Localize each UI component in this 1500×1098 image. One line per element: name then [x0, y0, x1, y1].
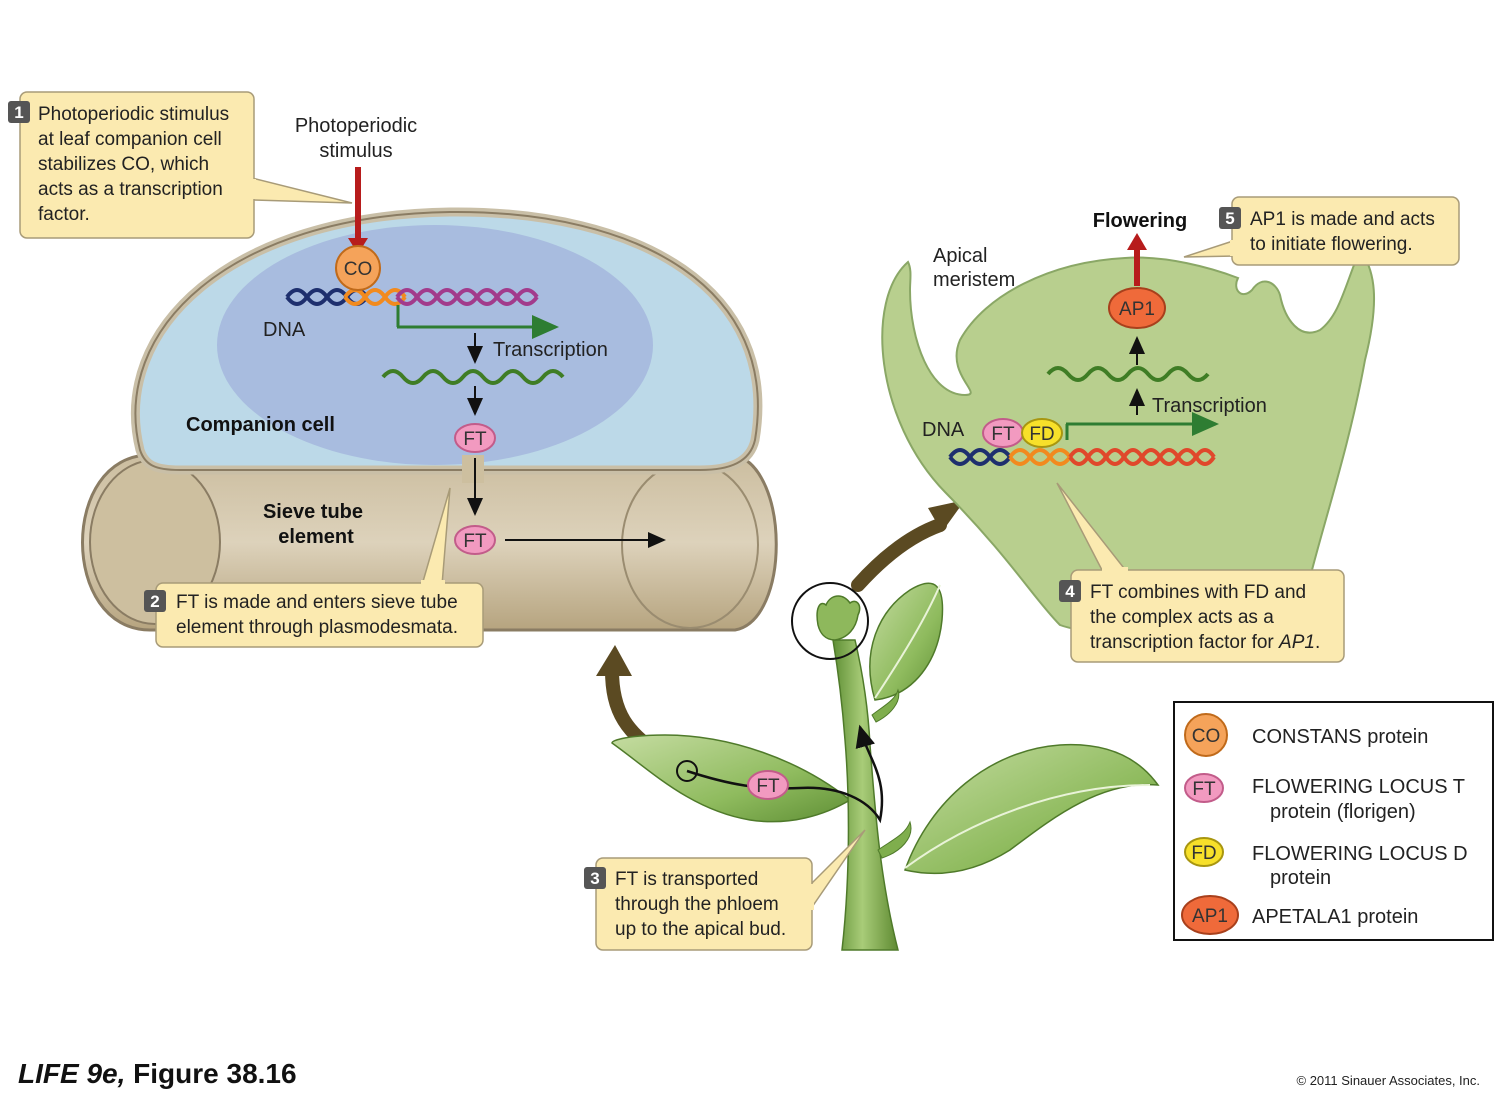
companion-cell-label: Companion cell	[186, 414, 335, 436]
svg-text:Photoperiodic stimulus: Photoperiodic stimulus	[38, 104, 229, 125]
svg-text:protein (florigen): protein (florigen)	[1270, 801, 1416, 823]
svg-text:FLOWERING LOCUS T: FLOWERING LOCUS T	[1252, 776, 1465, 798]
callout-step-5: 5 AP1 is made and acts to initiate flowe…	[1183, 196, 1460, 266]
svg-text:1: 1	[14, 103, 23, 122]
svg-text:4: 4	[1065, 582, 1075, 601]
svg-text:CONSTANS protein: CONSTANS protein	[1252, 726, 1428, 748]
svg-text:FT: FT	[463, 531, 487, 552]
sieve-tube-label: Sieve tube	[263, 501, 363, 523]
svg-text:FT: FT	[756, 776, 780, 797]
callout-step-4: 4 FT combines with FD and the complex ac…	[1056, 482, 1345, 663]
dna-right-label: DNA	[922, 419, 965, 441]
transcription-left-label: Transcription	[493, 339, 608, 361]
svg-text:stabilizes CO, which: stabilizes CO, which	[38, 154, 209, 175]
svg-text:to initiate flowering.: to initiate flowering.	[1250, 234, 1413, 255]
svg-text:transcription factor for AP1.: transcription factor for AP1.	[1090, 632, 1320, 653]
callout-step-1: 1 Photoperiodic stimulus at leaf compani…	[8, 91, 353, 239]
svg-text:up to the apical bud.: up to the apical bud.	[615, 919, 786, 940]
svg-text:FT combines with FD and: FT combines with FD and	[1090, 582, 1306, 603]
apical-meristem-label: Apical	[933, 245, 987, 267]
svg-text:AP1 is made and acts: AP1 is made and acts	[1250, 209, 1435, 230]
figure-caption: LIFE 9e, Figure 38.16	[18, 1058, 297, 1089]
ft-protein-sieve: FT	[454, 525, 496, 555]
svg-text:stimulus: stimulus	[319, 140, 392, 162]
svg-text:FT: FT	[463, 429, 487, 450]
transcription-right-label: Transcription	[1152, 395, 1267, 417]
svg-text:5: 5	[1225, 209, 1234, 228]
copyright: © 2011 Sinauer Associates, Inc.	[1296, 1073, 1481, 1088]
svg-text:the complex acts as a: the complex acts as a	[1090, 607, 1274, 628]
leaf-cell-circle	[676, 760, 698, 782]
flowering-label: Flowering	[1093, 210, 1187, 232]
plant	[611, 582, 1160, 951]
dna-left-label: DNA	[263, 319, 306, 341]
svg-text:through the phloem: through the phloem	[615, 894, 779, 915]
svg-text:2: 2	[150, 592, 159, 611]
bud-to-meristem-arrow	[851, 518, 947, 592]
apical-meristem	[881, 248, 1375, 638]
svg-text:3: 3	[590, 869, 599, 888]
svg-text:factor.: factor.	[38, 204, 90, 225]
svg-text:meristem: meristem	[933, 269, 1015, 291]
callout-step-3: 3 FT is transported through the phloem u…	[584, 829, 866, 951]
svg-text:element: element	[278, 526, 354, 548]
legend: CO CONSTANS protein FT FLOWERING LOCUS T…	[1173, 701, 1494, 941]
legend-item-ap1: AP1 APETALA1 protein	[1181, 895, 1418, 935]
svg-text:APETALA1 protein: APETALA1 protein	[1252, 906, 1418, 928]
dna-left	[285, 288, 539, 306]
svg-text:acts as a transcription: acts as a transcription	[38, 179, 223, 200]
ft-fd-complex: FT FD	[982, 418, 1063, 448]
svg-text:FD: FD	[1191, 843, 1216, 864]
svg-text:FD: FD	[1029, 424, 1054, 445]
mrna-right	[1046, 366, 1210, 382]
svg-text:protein: protein	[1270, 867, 1331, 889]
legend-item-fd: FD FLOWERING LOCUS D protein	[1184, 837, 1468, 889]
svg-text:AP1: AP1	[1119, 299, 1155, 320]
svg-text:element through plasmodesmata.: element through plasmodesmata.	[176, 617, 458, 638]
svg-text:at leaf companion cell: at leaf companion cell	[38, 129, 222, 150]
ap1-protein: AP1	[1108, 287, 1166, 329]
svg-text:FT: FT	[991, 424, 1015, 445]
svg-text:AP1: AP1	[1192, 906, 1228, 927]
svg-text:FT is transported: FT is transported	[615, 869, 758, 890]
callout-step-2: 2 FT is made and enters sieve tube eleme…	[144, 487, 484, 648]
svg-text:CO: CO	[1192, 726, 1221, 747]
mrna-left	[381, 369, 565, 385]
dna-right	[948, 448, 1216, 466]
ft-protein-companion: FT	[454, 423, 496, 453]
svg-text:FLOWERING LOCUS D: FLOWERING LOCUS D	[1252, 843, 1468, 865]
ft-protein-leaf: FT	[747, 770, 789, 800]
svg-text:FT: FT	[1192, 779, 1216, 800]
co-protein: CO	[335, 245, 381, 291]
legend-item-ft: FT FLOWERING LOCUS T protein (florigen)	[1184, 773, 1465, 823]
photoperiodic-stimulus-label: Photoperiodic	[295, 115, 417, 137]
svg-text:CO: CO	[344, 259, 373, 280]
legend-item-co: CO CONSTANS protein	[1184, 713, 1428, 757]
apical-bud-circle	[791, 582, 869, 660]
companion-cell	[131, 207, 763, 483]
svg-text:FT is made and enters sieve tu: FT is made and enters sieve tube	[176, 592, 458, 613]
